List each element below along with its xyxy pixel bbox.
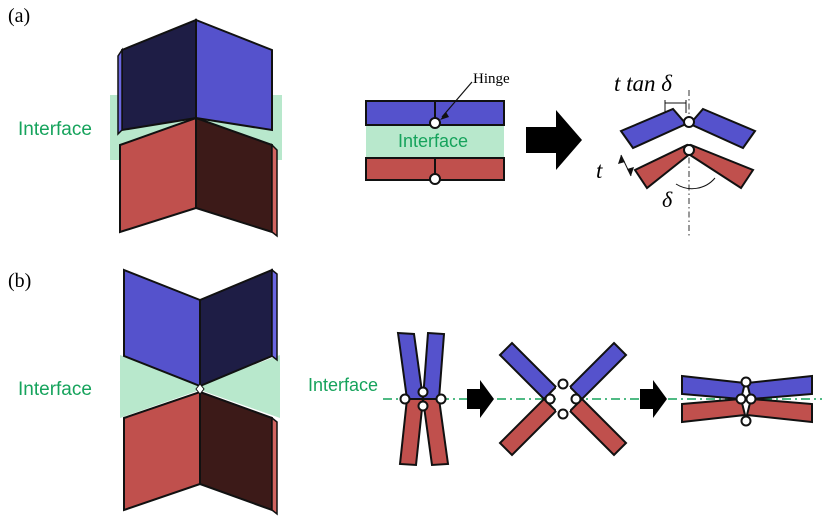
interface-band-a xyxy=(366,125,504,158)
red-arm-right xyxy=(685,143,755,190)
hinge-icon xyxy=(557,408,569,420)
delta-label: δ xyxy=(662,187,673,212)
interface-label-a: Interface xyxy=(18,119,92,140)
arrow-right-icon xyxy=(526,110,582,170)
hinge-icon xyxy=(429,173,441,185)
hinge-icon xyxy=(683,116,695,128)
hinge-icon xyxy=(735,393,747,405)
red-plate-edge xyxy=(271,143,278,238)
blue-plate-edge xyxy=(117,47,123,136)
folded-diagram-a xyxy=(618,90,757,238)
hinge-pointer-arrowhead xyxy=(440,112,449,120)
hinge-icon xyxy=(570,393,582,405)
angle-arc xyxy=(675,177,716,190)
blue-bar-flat-right xyxy=(745,374,813,401)
model-3d-b xyxy=(120,268,280,516)
red-plate-edge-b xyxy=(271,416,278,516)
center-gap xyxy=(556,383,570,415)
red-arm-lower-left xyxy=(498,397,558,457)
stage-2-x xyxy=(498,341,628,457)
hinge-icon xyxy=(417,400,429,412)
panel-label-a: (a) xyxy=(8,5,30,27)
interface-label-a-strip: Interface xyxy=(398,131,468,151)
blue-plate-edge-b xyxy=(271,268,278,362)
flat-strips-a xyxy=(365,100,505,185)
panel-label-b: (b) xyxy=(8,270,31,292)
interface-label-b: Interface xyxy=(18,379,92,400)
red-arm-lower-right xyxy=(568,397,628,457)
red-bar-flat-left xyxy=(681,397,747,424)
blue-bar-flat-left xyxy=(681,374,747,401)
hinge-label: Hinge xyxy=(473,71,510,87)
interface-label-b-line: Interface xyxy=(308,375,378,395)
blue-plate-left-face xyxy=(121,18,197,132)
arrow-right-icon xyxy=(467,380,494,418)
hinge-icon xyxy=(740,376,752,388)
hinge-icon xyxy=(417,386,429,398)
blue-plate-right-face xyxy=(195,18,273,132)
dimension-arrowhead xyxy=(618,155,625,164)
hinge-icon xyxy=(544,393,556,405)
t-tan-delta-label: t tan δ xyxy=(614,71,672,96)
hinge-pointer-arrow xyxy=(441,81,473,118)
hinge-icon xyxy=(740,415,752,427)
red-bar-flat-right xyxy=(745,397,813,424)
hinge-icon xyxy=(435,393,447,405)
hinge-icon xyxy=(557,378,569,390)
red-bar-right xyxy=(421,398,450,467)
red-arm-left xyxy=(633,143,693,190)
blue-arm-right xyxy=(688,107,757,150)
arrow-right-icon xyxy=(640,380,667,418)
red-bar-left xyxy=(398,398,425,467)
hinge-icon xyxy=(745,393,757,405)
hinge-icon xyxy=(683,144,695,156)
hinge-icon xyxy=(429,117,441,129)
hinge-icon xyxy=(399,393,411,405)
stage-1-upright xyxy=(396,331,450,467)
blue-arm-upper-left xyxy=(498,341,558,401)
blue-arm-left xyxy=(619,107,688,150)
dimension-arrowhead xyxy=(627,167,634,176)
stage-3-flat xyxy=(681,374,813,427)
t-label: t xyxy=(596,158,603,183)
model-3d-a xyxy=(110,18,282,238)
blue-arm-upper-right xyxy=(568,341,628,401)
gap-wedge-b xyxy=(195,383,205,395)
